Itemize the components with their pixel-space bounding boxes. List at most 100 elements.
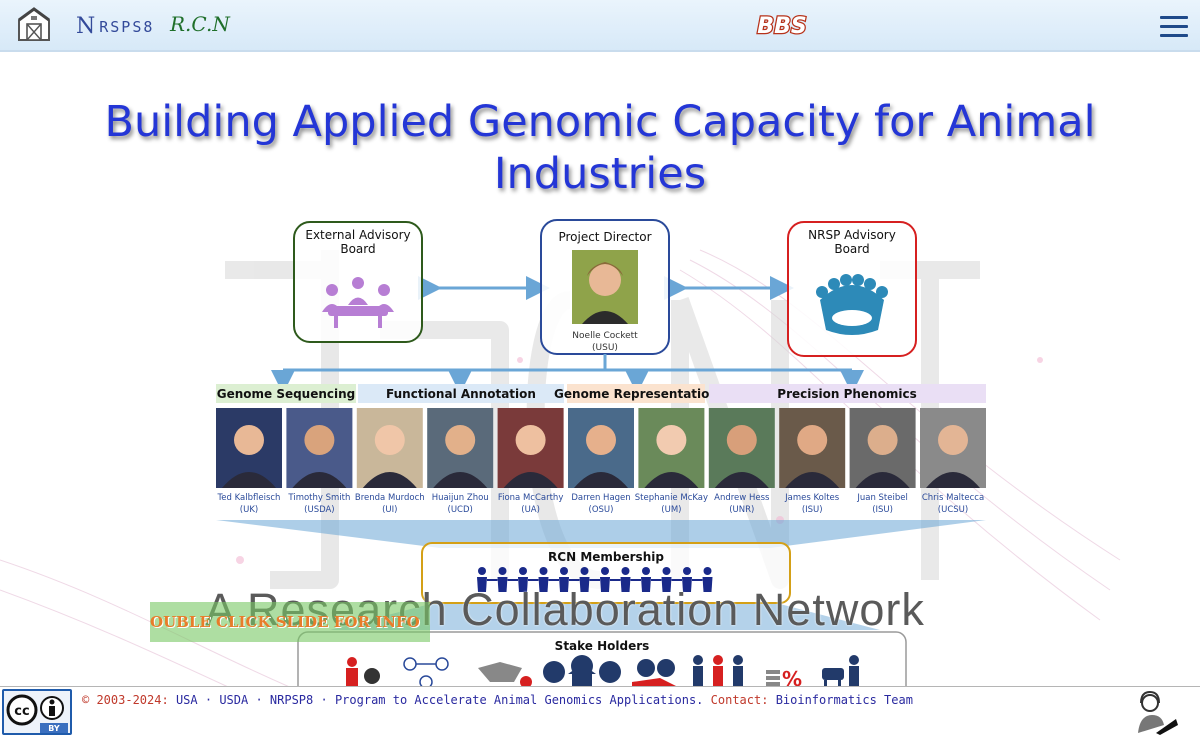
member-figure-body (641, 577, 651, 592)
creative-commons-badge[interactable]: cc BY (2, 689, 72, 735)
project-director-box: Project Director Noelle Cockett (USU) (540, 219, 670, 355)
copyright-line: © 2003-2024: USA · USDA · NRPSP8 · Progr… (82, 693, 913, 707)
nrsp8-link[interactable]: N RSPS8 (76, 14, 154, 39)
member-face (938, 425, 968, 455)
meeting-group-icon (322, 277, 394, 328)
member-shoulders (503, 472, 558, 488)
member-face (374, 425, 405, 455)
presenter-money-icon (346, 657, 380, 686)
member-name: Brenda Murdoch (355, 493, 425, 503)
nrsp-label: RSPS8 (99, 17, 155, 36)
network-people-icon (403, 657, 449, 689)
team-member: Juan Steibel(ISU) (849, 408, 916, 515)
member-org: (UNR) (729, 505, 754, 515)
svg-text:Precision Phenomics: Precision Phenomics (777, 387, 916, 401)
coins-percent-icon: % (766, 667, 802, 691)
footer: cc BY © 2003-2024: USA · USDA · NRPSP8 ·… (0, 686, 1200, 741)
stakeholders-label: Stake Holders (555, 639, 650, 653)
director-photo (572, 250, 638, 324)
footer-link-usa[interactable]: USA (175, 693, 198, 707)
team-members: Ted Kalbfleisch(UK)Timothy Smith(USDA)Br… (216, 408, 986, 515)
project-director-label: Project Director (558, 230, 651, 244)
team-member: Darren Hagen(OSU) (568, 408, 634, 515)
bbs-logo[interactable]: BBS (750, 12, 814, 38)
member-name: Huaijun Zhou (432, 493, 489, 503)
bbs-logo-text: BBS (757, 14, 806, 38)
member-shoulders (785, 472, 840, 488)
team-member: Fiona McCarthy(UA) (497, 408, 564, 515)
footer-link-bioinformatics-team[interactable]: Bioinformatics Team (775, 693, 913, 707)
member-figure-head (580, 567, 589, 575)
member-face (797, 425, 828, 455)
member-figure-head (539, 567, 548, 575)
footer-link-nrpsp8[interactable]: NRPSP8 (269, 693, 314, 707)
director-org: (USU) (592, 343, 618, 353)
lower-band (330, 604, 880, 630)
member-figure-head (683, 567, 691, 575)
member-shoulders (644, 472, 699, 488)
group-functional-annotation: Functional Annotation (358, 384, 564, 403)
external-advisory-board-box: External Advisory Board (293, 221, 423, 343)
workers-icon (693, 655, 743, 688)
member-figure-body (518, 577, 528, 592)
member-shoulders (292, 472, 347, 488)
member-shoulders (574, 472, 628, 488)
footer-link-usda[interactable]: USDA (219, 693, 249, 707)
member-figure-body (620, 577, 631, 592)
support-agent-icon[interactable] (1130, 689, 1180, 737)
member-face (445, 425, 476, 455)
cc-by-icon: cc BY (6, 694, 68, 733)
member-figure-body (538, 577, 549, 592)
institution-icon (568, 664, 596, 688)
svg-text:Functional Annotation: Functional Annotation (386, 387, 536, 401)
member-figure-head (642, 567, 650, 575)
team-member: Huaijun Zhou (UCD) (427, 408, 494, 515)
member-shoulders (222, 472, 276, 488)
member-shoulders (362, 472, 417, 488)
team-member: Chris Maltecca(UCSU) (920, 408, 986, 515)
member-org: (UCSU) (938, 505, 968, 515)
member-shoulders (714, 472, 769, 488)
member-face (867, 425, 898, 455)
convergence-band (216, 520, 986, 548)
rcn-logo-link[interactable]: R.C.N (170, 12, 230, 36)
hand-globe-icon (632, 659, 676, 690)
member-figure-body (477, 577, 487, 592)
stakeholders-box: Stake Holders % (297, 631, 907, 697)
member-figure-head (498, 567, 507, 575)
member-shoulders (855, 472, 910, 488)
rcn-membership-box: RCN Membership (421, 542, 791, 604)
member-org: (USDA) (304, 505, 334, 515)
percent-glyph: % (782, 667, 802, 691)
top-bar: N RSPS8 R.C.N BBS (0, 0, 1200, 52)
member-org: (UM) (661, 505, 681, 515)
member-org: (UK) (240, 505, 258, 515)
barn-home-icon[interactable] (16, 6, 52, 42)
member-face (586, 425, 616, 455)
nrsp-advisory-board-label: NRSP Advisory Board (808, 228, 896, 256)
team-member: Andrew Hess (UNR) (708, 408, 775, 515)
member-figure-head (703, 567, 712, 575)
member-name: Andrew Hess (714, 493, 770, 503)
members-people-icon (477, 567, 713, 592)
double-click-hint-button[interactable]: OUBLE CLICK SLIDE FOR INFO (150, 602, 430, 642)
member-org: (UI) (382, 505, 397, 515)
member-figure-body (661, 577, 672, 592)
member-shoulders (926, 472, 980, 488)
member-figure-head (601, 567, 609, 575)
svg-text:Genome Sequencing: Genome Sequencing (217, 387, 356, 401)
rcn-membership-label: RCN Membership (548, 550, 664, 564)
footer-link-program[interactable]: Program to Accelerate Animal Genomics Ap… (334, 693, 704, 707)
member-figure-head (560, 567, 568, 575)
member-org: (UCD) (448, 505, 473, 515)
team-member: James Koltes(ISU) (779, 408, 846, 515)
member-figure-body (682, 577, 692, 592)
team-member: Stephanie McKay(UM) (635, 408, 708, 515)
member-face (304, 425, 335, 455)
director-name: Noelle Cockett (572, 331, 638, 341)
member-figure-body (497, 577, 508, 592)
copyright-text: © 2003-2024: (82, 693, 169, 707)
hamburger-menu-icon[interactable] (1160, 16, 1188, 38)
member-name: Ted Kalbfleisch (217, 493, 281, 503)
